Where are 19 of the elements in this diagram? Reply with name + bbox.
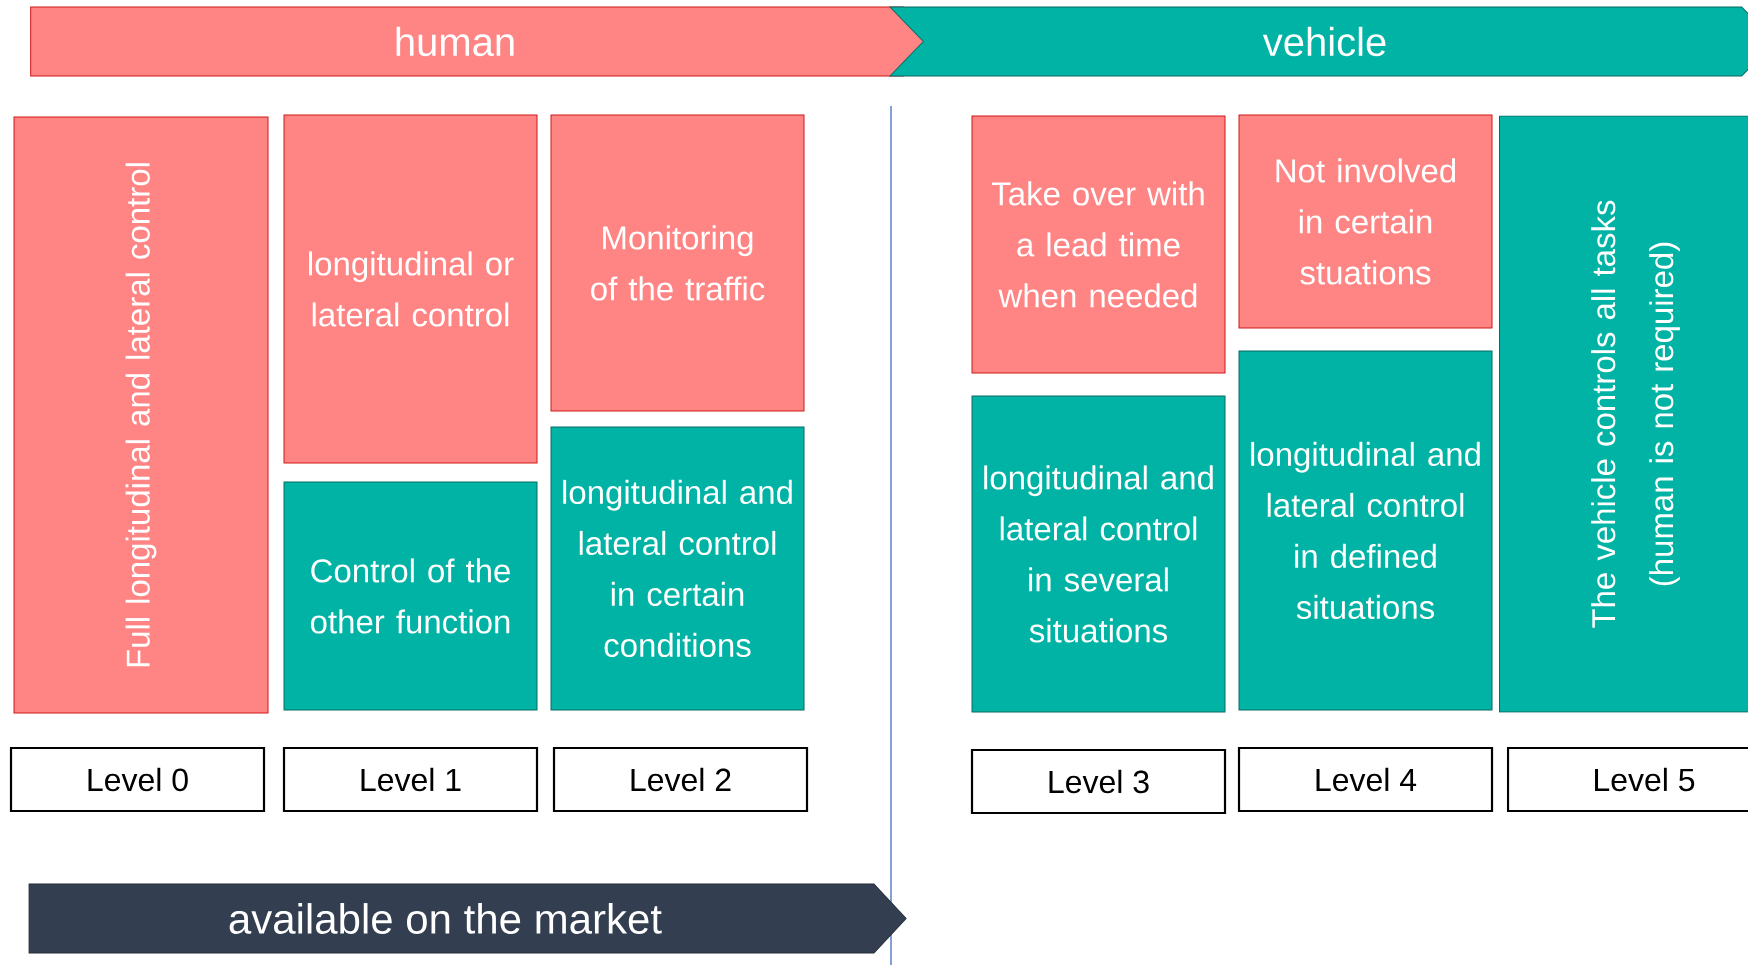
- task-box: longitudinal and lateral control in certain conditions: [550, 426, 805, 711]
- level-box: Level 4: [1237, 746, 1494, 813]
- chevron-banner: vehicle: [889, 6, 1748, 77]
- task-box: The vehicle controls all tasks (human is not required): [1499, 115, 1748, 713]
- task-box: Control of the other function: [283, 481, 538, 711]
- task-box: longitudinal and lateral control in several situations: [971, 395, 1226, 713]
- arrow-banner: available on the market: [28, 883, 907, 954]
- level-box: Level 1: [282, 746, 539, 813]
- arrow-banner: human: [30, 6, 938, 77]
- task-box: longitudinal and lateral control in defined situations: [1238, 350, 1493, 711]
- level-box: Level 3: [970, 748, 1227, 815]
- task-box: Full longitudinal and lateral control: [13, 116, 269, 714]
- level-box: Level 0: [9, 746, 266, 813]
- task-box: Not involved in certain stuations: [1238, 114, 1493, 329]
- task-box: longitudinal or lateral control: [283, 114, 538, 464]
- level-box: Level 5: [1506, 746, 1748, 813]
- level-box: Level 2: [552, 746, 809, 813]
- task-box: Take over with a lead time when needed: [971, 115, 1226, 374]
- task-box: Monitoring of the traffic: [550, 114, 805, 412]
